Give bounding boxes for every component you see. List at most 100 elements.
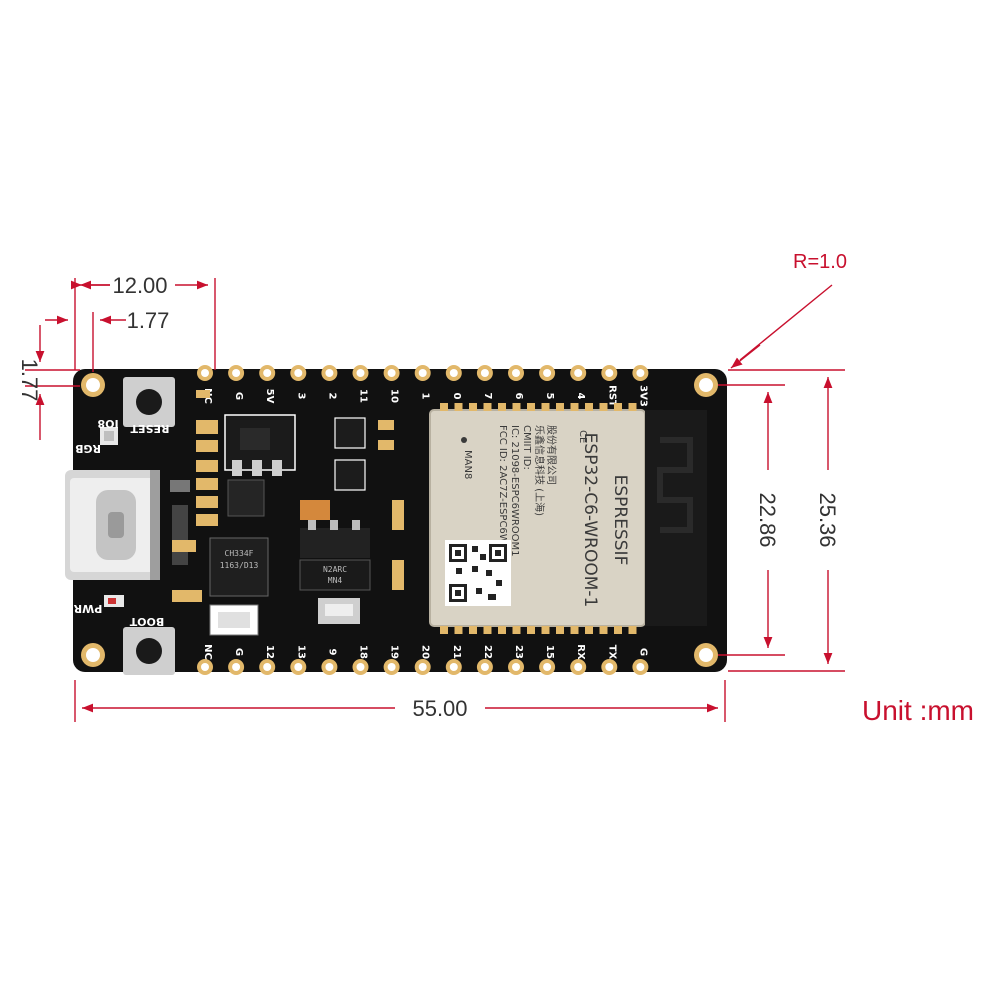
top-pin-pad: [508, 365, 524, 381]
bottom-pin-pad: [352, 659, 369, 675]
bottom-pin-pad: [476, 659, 493, 675]
top-pin-label: 0: [451, 393, 462, 400]
bottom-pin-header: [197, 659, 649, 675]
dimension-25-36-label: 25.36: [815, 492, 840, 547]
usb-hub-chip: CH334F 1163/D13: [209, 537, 269, 597]
top-pin-pad: [539, 365, 556, 381]
bottom-pin-pad: [383, 659, 400, 675]
esp32-module: ESP32-C6-WROOM-1 ESPRESSIF CE FCC ID: 2A…: [429, 403, 707, 634]
mounting-hole-top-left: [81, 373, 105, 397]
bottom-pin-label: 23: [513, 645, 524, 659]
bottom-pin-pad: [197, 659, 213, 675]
dimension-1-77-vertical-label: 1.77: [17, 359, 42, 402]
bottom-pin-label: 18: [358, 645, 369, 659]
smd-components-right: [334, 417, 404, 590]
bottom-pin-pad: [445, 659, 462, 675]
smd-components-left: [170, 390, 218, 602]
bottom-pin-label: G: [637, 648, 648, 656]
bottom-pin-label: 20: [420, 645, 431, 659]
top-pin-label: 10: [389, 389, 400, 403]
rgb-led: [100, 427, 118, 445]
pin1-dot: [461, 437, 467, 443]
usb-chip-code: 1163/D13: [220, 561, 259, 570]
top-pin-pad: [259, 365, 276, 381]
module-batch-code: MAN8: [462, 450, 473, 479]
top-pin-pad: [632, 365, 649, 381]
bottom-pin-pad: [632, 659, 649, 675]
bottom-pin-label: 12: [264, 645, 275, 659]
dimension-22-86-label: 22.86: [755, 492, 780, 547]
bottom-pin-pad: [259, 659, 276, 675]
regulator-chip-label: N2ARC: [323, 565, 347, 574]
top-pin-pad: [476, 365, 493, 381]
bottom-pin-label: G: [233, 648, 244, 656]
top-pin-pad: [197, 365, 213, 381]
module-ce-mark: CE: [577, 430, 588, 443]
top-pin-label: 7: [482, 393, 493, 400]
bottom-pin-pad: [570, 659, 587, 675]
top-pin-pad: [352, 365, 369, 381]
module-cn-label: 乐鑫信息科技 (上海): [533, 425, 546, 516]
power-led: [104, 595, 124, 607]
dimension-55-label: 55.00: [412, 696, 467, 721]
qr-code: [445, 540, 511, 606]
pcb-board: NCG5V321110107654RST3V3 NCG1213918192021…: [65, 365, 727, 675]
bottom-pin-pad: [601, 659, 618, 675]
top-pin-pad: [414, 365, 431, 381]
dimension-1-77-horizontal-label: 1.77: [127, 308, 170, 333]
crystal-chip: [227, 479, 265, 517]
top-pin-pad: [601, 365, 618, 381]
mounting-hole-top-right: [694, 373, 718, 397]
bottom-pin-pad: [290, 659, 307, 675]
dimension-12-label: 12.00: [112, 273, 167, 298]
bottom-pin-label: 21: [451, 645, 462, 659]
usb-chip-label: CH334F: [225, 549, 254, 558]
boot-button: [123, 627, 175, 675]
top-pin-pad: [445, 365, 462, 381]
top-pin-label: 5V: [264, 389, 275, 404]
bottom-pin-label: RX: [575, 644, 586, 660]
top-pin-label: 3V3: [637, 385, 648, 407]
mounting-hole-bottom-left: [81, 643, 105, 667]
bottom-pin-pad: [539, 659, 556, 675]
mounting-hole-bottom-right: [694, 643, 718, 667]
rgb-silk-label: RGB: [75, 442, 101, 455]
reset-silk-label: RESET: [130, 422, 169, 435]
top-pin-pad: [321, 365, 338, 381]
top-pin-label: 4: [575, 393, 586, 400]
usb-c-connector: [65, 470, 160, 580]
bottom-pin-pad: [508, 659, 524, 675]
module-fcc-id: FCC ID: 2AC7Z-ESPC6WROOM1: [497, 425, 508, 581]
top-pin-label: 2: [326, 393, 337, 400]
top-pin-pad: [228, 365, 245, 381]
module-brand-label: ESPRESSIF: [610, 475, 630, 566]
pwr-silk-label: PWR: [73, 602, 102, 615]
bottom-pin-label: 13: [295, 645, 306, 659]
module-cn-label-2: 股份有限公司: [545, 425, 558, 485]
bottom-pin-label: TX: [606, 645, 617, 660]
unit-label: Unit :mm: [862, 695, 974, 726]
top-pin-label: 1: [420, 393, 431, 400]
bottom-pin-pad: [321, 659, 338, 675]
crystal-oscillator: [209, 604, 259, 636]
top-pin-label: 11: [358, 389, 369, 403]
top-pin-label: 3: [295, 393, 306, 400]
top-pin-pad: [383, 365, 400, 381]
reset-button: [123, 377, 175, 427]
top-pin-label: G: [233, 392, 244, 400]
regulator-chips: N2ARC MN4: [299, 500, 371, 624]
regulator-chip-label-2: MN4: [328, 576, 343, 585]
module-model-label: ESP32-C6-WROOM-1: [580, 433, 600, 608]
dimension-annotations: [25, 278, 845, 722]
module-cmiit-id: CMIIT ID:: [521, 425, 532, 470]
bottom-pin-label: 19: [389, 645, 400, 659]
top-pin-label: 6: [513, 393, 524, 400]
bottom-pin-label: NC: [202, 644, 213, 660]
bottom-pin-label: 15: [544, 645, 555, 659]
top-pin-label: 5: [544, 393, 555, 400]
module-ic-id: IC: 21098-ESPC6WROOM1: [509, 425, 520, 557]
top-pin-label: RST: [606, 385, 617, 407]
top-pin-header: [197, 365, 649, 381]
